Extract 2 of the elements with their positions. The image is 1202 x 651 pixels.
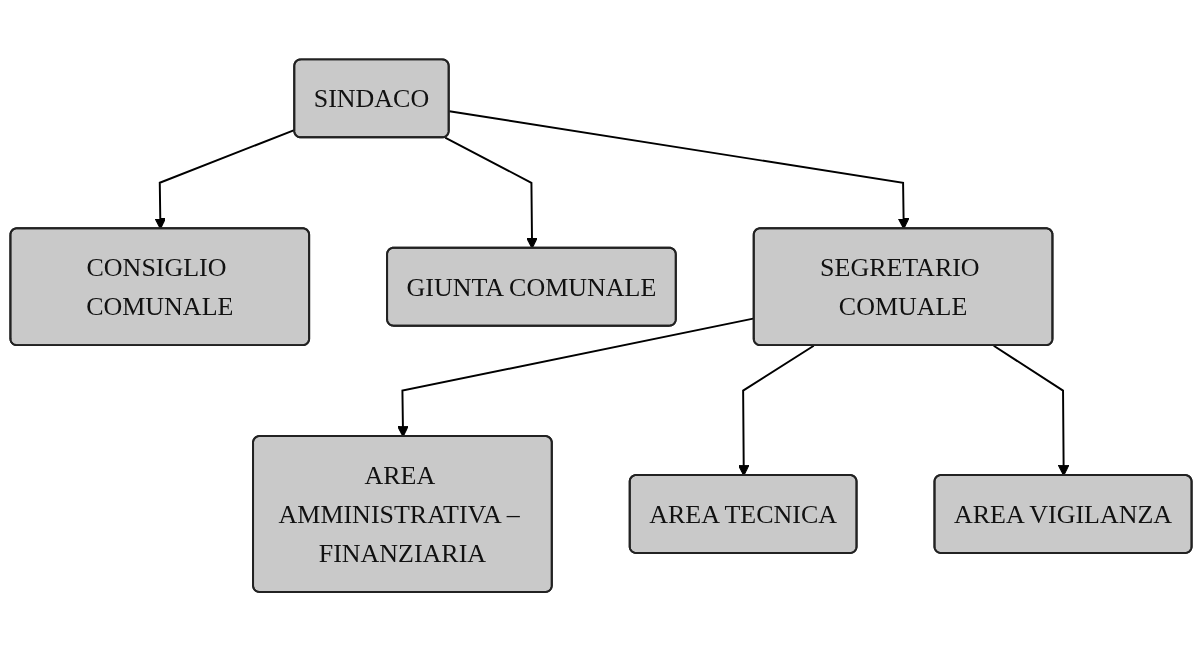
arrow xyxy=(448,110,910,230)
arrow xyxy=(444,136,538,249)
